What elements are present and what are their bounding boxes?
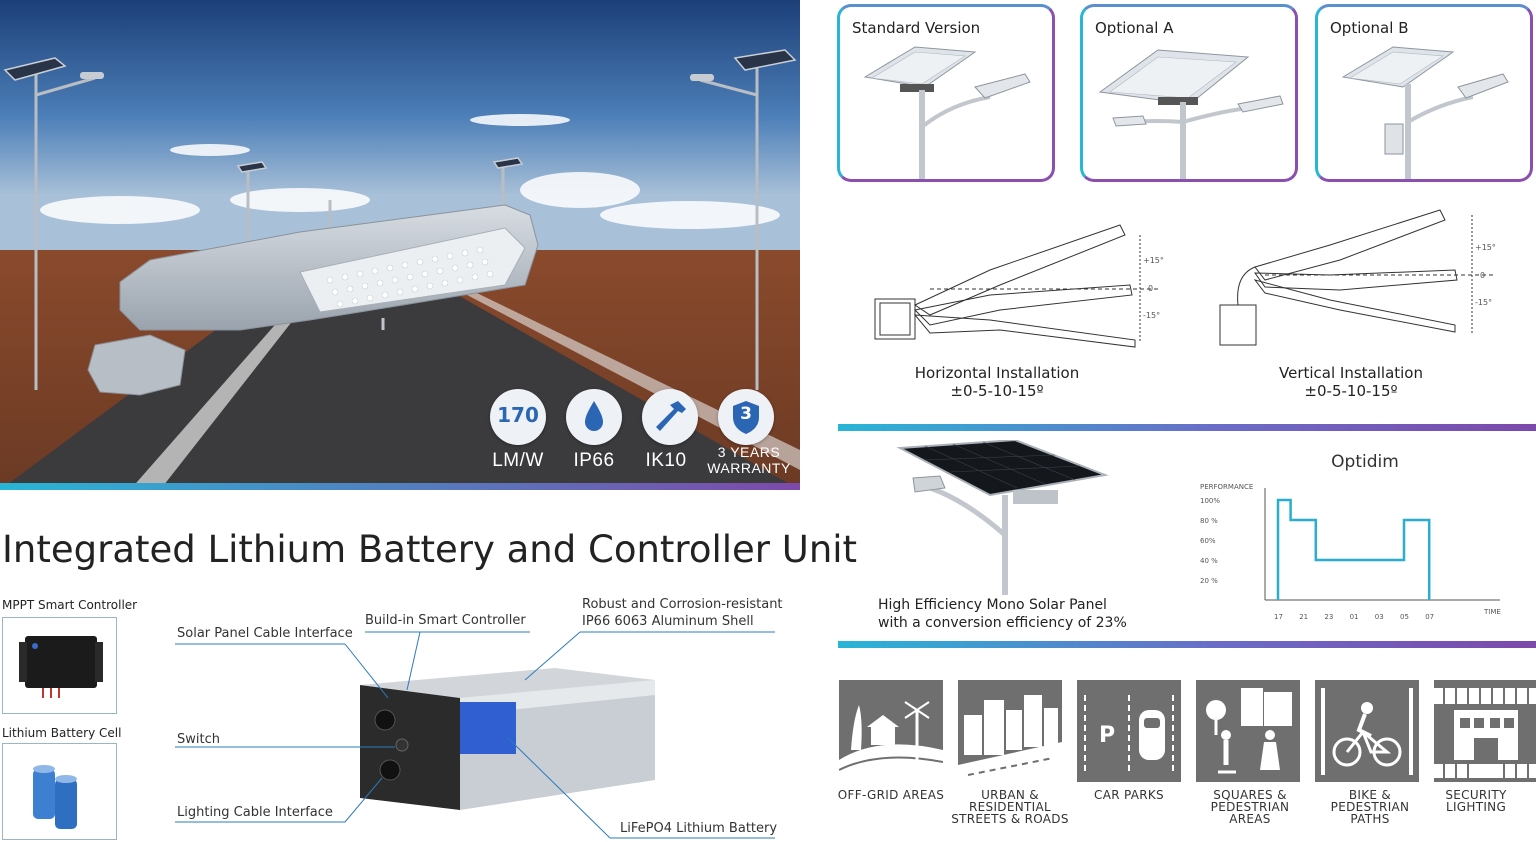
efficiency-label: LM/W	[492, 450, 544, 471]
chart-x-tick: 05	[1400, 613, 1409, 621]
chart-x-tick: 07	[1425, 613, 1434, 621]
vertical-installation-label: Vertical Installation ±0-5-10-15º	[1279, 364, 1423, 400]
efficiency-badge: 170	[490, 389, 546, 445]
battery-controller-unit	[360, 668, 655, 810]
chart-x-tick: 01	[1350, 613, 1359, 621]
smart-controller-callout: Build-in Smart Controller	[365, 613, 526, 628]
chart-x-tick: 17	[1274, 613, 1283, 621]
optidim-chart: PERFORMANCE TIME 100% 80 % 60% 40 % 20 % 17 2…	[1200, 483, 1501, 621]
app-label-off-grid: OFF-GRID AREAS	[837, 788, 945, 802]
vertical-installation-diagram: +15° 0 -15°	[1219, 209, 1496, 346]
battery-cell-caption: Lithium Battery Cell	[2, 726, 122, 740]
solar-cable-callout: Solar Panel Cable Interface	[177, 626, 353, 641]
app-label-urban: URBAN & RESIDENTIAL STREETS & ROADS	[951, 788, 1069, 826]
chart-x-tick: 03	[1375, 613, 1384, 621]
performance-series-line	[1276, 498, 1431, 600]
version-card-optional-a: Optional A	[1080, 4, 1298, 182]
version-title: Optional B	[1330, 19, 1409, 37]
shield-icon: 3	[718, 389, 774, 445]
section-divider	[838, 424, 1536, 431]
farm-windmill-icon	[838, 680, 944, 782]
hero-scene	[0, 0, 800, 490]
chart-y-tick: 100%	[1200, 497, 1220, 505]
app-label-security: SECURITY LIGHTING	[1445, 788, 1507, 814]
bicycle-icon	[1315, 680, 1419, 782]
chart-x-tick: 23	[1324, 613, 1333, 621]
pedestrian-icon	[1196, 680, 1300, 782]
warranty-label: 3 YEARS WARRANTY	[707, 444, 791, 476]
chart-x-tick: 21	[1299, 613, 1308, 621]
hero-banner: 170 3 LM/W IP66 IK10 3 YEARS WARRANTY	[0, 0, 800, 490]
optional-a-pole-illustration	[1098, 49, 1284, 179]
svg-text:0: 0	[1480, 271, 1485, 280]
city-buildings-icon	[958, 680, 1062, 782]
optional-b-pole-illustration	[1341, 46, 1509, 179]
shell-callout: Robust and Corrosion-resistant IP66 6063…	[582, 597, 783, 629]
controller-image	[2, 617, 117, 714]
battery-callout: LiFePO4 Lithium Battery	[620, 821, 778, 836]
version-card-optional-b: Optional B	[1315, 4, 1533, 182]
chart-y-tick: 60%	[1200, 537, 1216, 545]
app-label-car-parks: CAR PARKS	[1094, 788, 1164, 802]
chart-x-label: TIME	[1483, 608, 1501, 616]
version-title: Optional A	[1095, 19, 1174, 37]
solar-panel-pole-image	[896, 440, 1109, 595]
chart-y-tick: 40 %	[1200, 557, 1218, 565]
svg-text:0: 0	[1148, 284, 1153, 293]
svg-text:P: P	[1099, 723, 1115, 748]
app-label-bike-paths: BIKE & PEDESTRIAN PATHS	[1330, 788, 1410, 826]
section-divider	[838, 641, 1536, 648]
version-title: Standard Version	[852, 19, 981, 37]
security-building-icon	[1434, 680, 1536, 782]
app-label-squares: SQUARES & PEDESTRIAN AREAS	[1210, 788, 1290, 826]
ik-rating-label: IK10	[645, 450, 687, 471]
standard-pole-illustration	[863, 46, 1031, 179]
chart-y-label: PERFORMANCE	[1200, 483, 1253, 491]
ip-rating-label: IP66	[573, 450, 615, 471]
chart-y-tick: 80 %	[1200, 517, 1218, 525]
version-card-standard: Standard Version	[837, 4, 1055, 182]
lighting-cable-callout: Lighting Cable Interface	[177, 805, 333, 820]
street-light-fixture	[87, 204, 539, 396]
parking-icon: P	[1077, 680, 1181, 782]
svg-text:-15°: -15°	[1475, 298, 1492, 307]
optidim-chart-title: Optidim	[1331, 452, 1399, 472]
water-drop-icon	[566, 389, 622, 445]
horizontal-installation-label: Horizontal Installation ±0-5-10-15º	[914, 364, 1080, 400]
switch-callout: Switch	[177, 732, 220, 747]
solar-panel-caption: High Efficiency Mono Solar Panel with a …	[878, 597, 1127, 631]
section-title: Integrated Lithium Battery and Controlle…	[2, 528, 858, 571]
svg-text:+15°: +15°	[1143, 256, 1164, 265]
hammer-icon	[642, 389, 698, 445]
chart-y-tick: 20 %	[1200, 577, 1218, 585]
callout-lines	[175, 631, 775, 839]
horizontal-installation-diagram: +15° 0 -15°	[874, 224, 1164, 348]
svg-text:+15°: +15°	[1475, 243, 1496, 252]
svg-text:-15°: -15°	[1143, 311, 1160, 320]
controller-caption: MPPT Smart Controller	[2, 598, 138, 612]
battery-cell-image	[2, 743, 117, 840]
